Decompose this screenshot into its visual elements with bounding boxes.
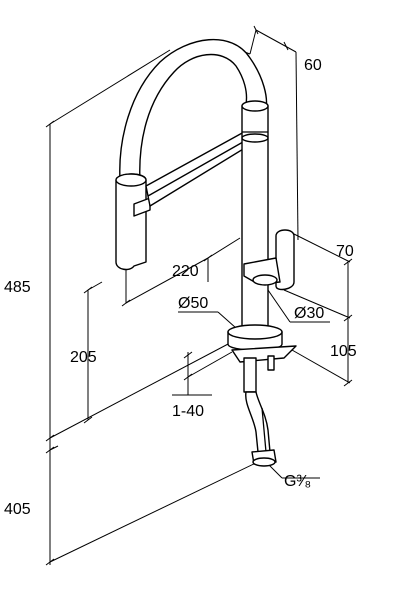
dimension-lines [45, 25, 353, 566]
dim-connection-size: G³⁄₈ [284, 473, 311, 490]
dimension-labels: 60 485 70 220 Ø50 Ø30 205 105 1-40 G³⁄₈ … [4, 57, 357, 518]
mounting-stud [243, 357, 257, 393]
spray-nozzle [133, 197, 151, 217]
dim-base-diameter: Ø50 [178, 295, 208, 312]
supply-hose [245, 391, 271, 453]
dim-lever-diameter: Ø30 [294, 305, 324, 322]
dim-spout-width: 60 [304, 57, 322, 74]
dim-total-height: 485 [4, 279, 31, 296]
lever-handle [275, 229, 295, 291]
spray-head [115, 173, 147, 271]
dim-spout-reach: 220 [172, 263, 199, 280]
dim-hose-length: 405 [4, 501, 31, 518]
dim-lever-height: 70 [336, 243, 354, 260]
dim-counter-thickness: 1-40 [172, 403, 204, 420]
dim-outlet-height: 205 [70, 349, 97, 366]
dim-base-height: 105 [330, 343, 357, 360]
faucet-body [115, 38, 297, 467]
